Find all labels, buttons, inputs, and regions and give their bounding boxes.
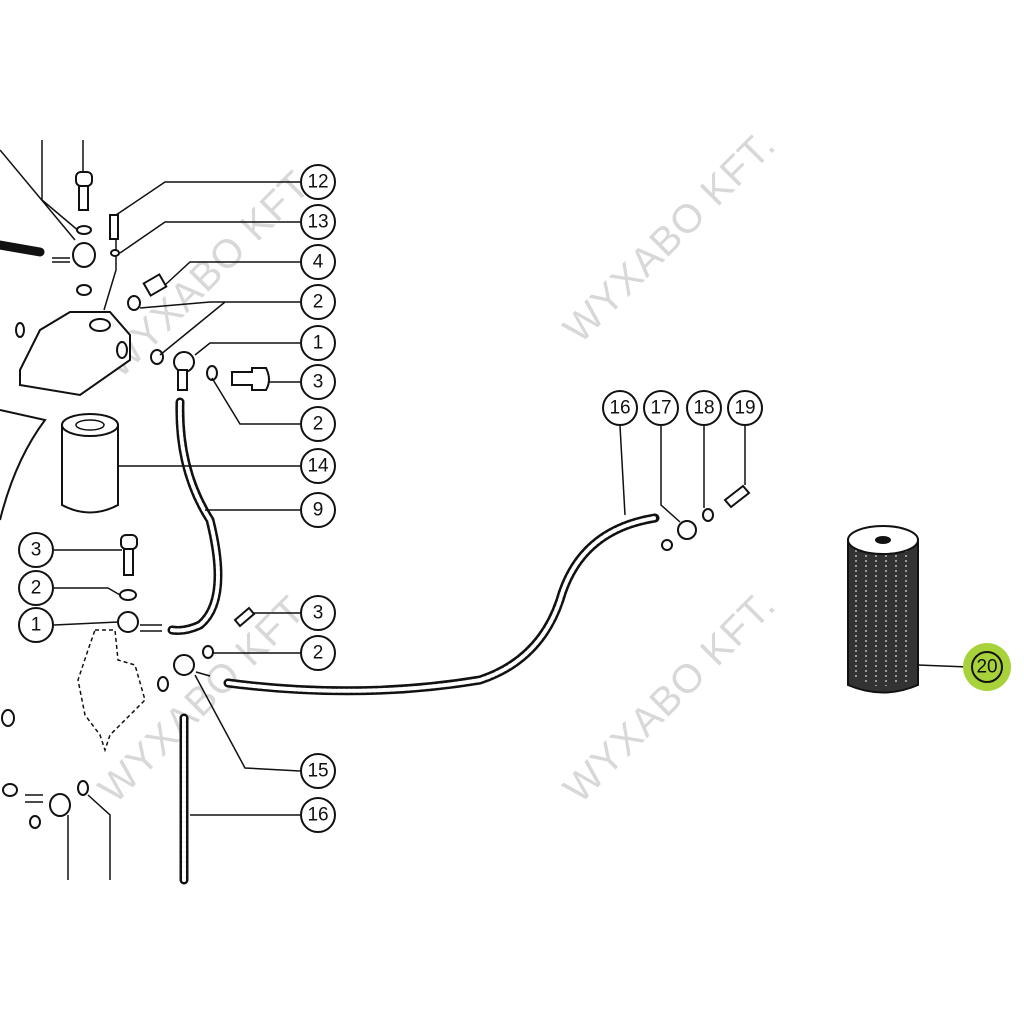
svg-text:3: 3 xyxy=(313,372,324,393)
svg-text:14: 14 xyxy=(307,456,329,477)
callout-15[interactable]: 15 xyxy=(300,753,336,789)
callout-3[interactable]: 3 xyxy=(300,595,336,631)
callout-19[interactable]: 19 xyxy=(727,390,763,426)
svg-text:20: 20 xyxy=(976,657,997,678)
watermark: WYXABO KFT. xyxy=(555,582,784,811)
callout-16[interactable]: 16 xyxy=(602,390,638,426)
svg-text:17: 17 xyxy=(650,398,671,419)
callout-2[interactable]: 2 xyxy=(300,406,336,442)
callout-18[interactable]: 18 xyxy=(686,390,722,426)
banjo-fittings xyxy=(661,484,751,551)
spin-on-filter xyxy=(61,413,119,514)
svg-text:1: 1 xyxy=(313,333,324,354)
callout-2[interactable]: 2 xyxy=(300,635,336,671)
fuel-hoses xyxy=(167,397,660,885)
svg-text:1: 1 xyxy=(31,615,42,636)
callout-12[interactable]: 12 xyxy=(300,164,336,200)
lower-fittings xyxy=(1,534,256,880)
callout-3[interactable]: 3 xyxy=(18,532,54,568)
svg-text:18: 18 xyxy=(693,398,714,419)
svg-text:4: 4 xyxy=(313,252,324,273)
watermarks: WYXABO KFT. WYXABO KFT. WYXABO KFT. WYXA… xyxy=(90,122,784,811)
svg-text:2: 2 xyxy=(31,578,42,599)
callout-1[interactable]: 1 xyxy=(300,325,336,361)
callout-17[interactable]: 17 xyxy=(643,390,679,426)
callout-16[interactable]: 16 xyxy=(300,797,336,833)
svg-text:16: 16 xyxy=(307,805,328,826)
callout-14[interactable]: 14 xyxy=(300,448,336,484)
callout-2[interactable]: 2 xyxy=(300,284,336,320)
callout-2[interactable]: 2 xyxy=(18,570,54,606)
svg-text:3: 3 xyxy=(31,540,42,561)
svg-text:15: 15 xyxy=(307,761,328,782)
leader-lines xyxy=(53,181,746,816)
svg-text:2: 2 xyxy=(313,414,324,435)
callout-1[interactable]: 1 xyxy=(18,607,54,643)
svg-text:2: 2 xyxy=(313,643,324,664)
svg-text:16: 16 xyxy=(609,398,630,419)
filter-cartridge xyxy=(847,525,969,694)
watermark: WYXABO KFT. xyxy=(555,122,784,351)
svg-text:9: 9 xyxy=(313,500,324,521)
callout-9[interactable]: 9 xyxy=(300,492,336,528)
callout-4[interactable]: 4 xyxy=(300,244,336,280)
svg-text:13: 13 xyxy=(307,212,328,233)
callout-20-highlighted[interactable]: 20 xyxy=(963,643,1011,691)
callout-13[interactable]: 13 xyxy=(300,204,336,240)
callouts: 12 13 4 2 1 3 2 14 9 3 2 1 3 2 15 16 16 … xyxy=(18,164,1011,833)
callout-3[interactable]: 3 xyxy=(300,364,336,400)
svg-text:2: 2 xyxy=(313,292,324,313)
svg-text:19: 19 xyxy=(734,398,755,419)
svg-text:12: 12 xyxy=(307,172,328,193)
svg-text:3: 3 xyxy=(313,603,324,624)
filter-head-assembly xyxy=(0,140,270,521)
